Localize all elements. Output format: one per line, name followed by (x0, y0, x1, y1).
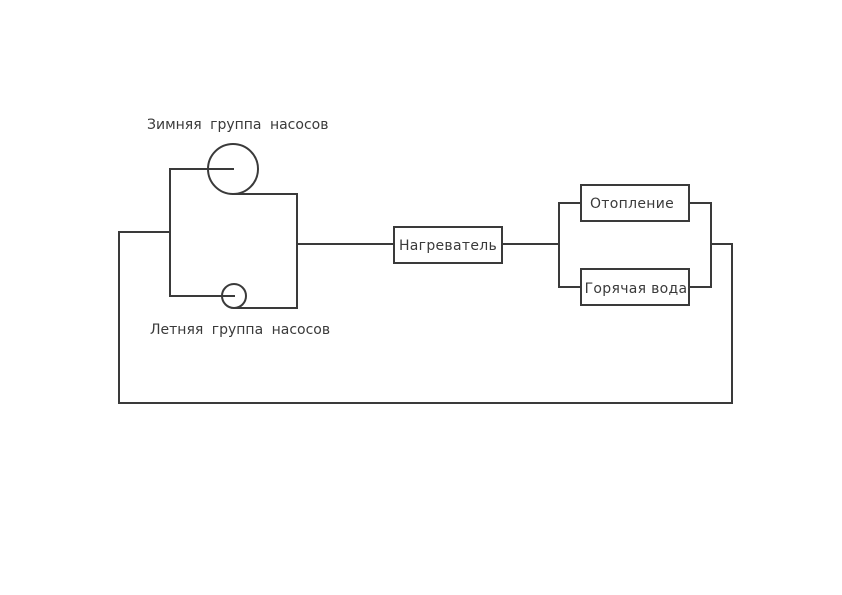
return-pipe (118, 231, 733, 404)
winter-pumps-caption: Зимняя группа насосов (147, 117, 328, 133)
heating-box (580, 184, 690, 222)
hot-water-box (580, 268, 690, 306)
hot-water-label: Горячая вода (585, 281, 688, 297)
summer-pumps-caption: Летняя группа насосов (150, 322, 330, 338)
heater-label: Нагреватель (399, 238, 497, 254)
heater-box (393, 226, 503, 264)
heating-label: Отопление (590, 196, 674, 212)
